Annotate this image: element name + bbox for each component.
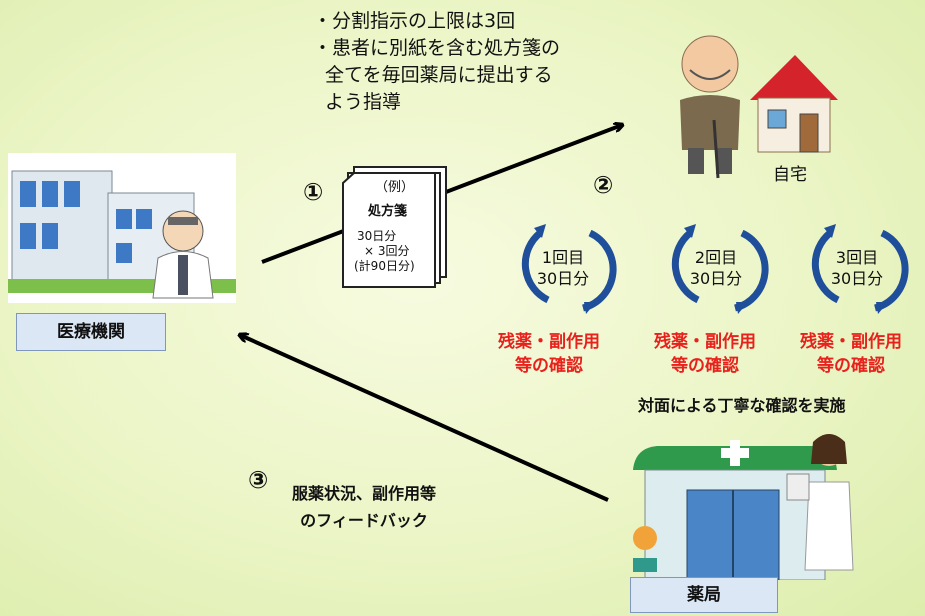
cycle-1: 1回目 30日分 <box>528 247 598 289</box>
prescription-line-3: (計90日分) <box>354 259 415 273</box>
prescription-example: （例） <box>375 180 415 195</box>
check-label-2: 残薬・副作用 等の確認 <box>640 330 770 378</box>
prescription-line-2: × 3回分 <box>364 244 410 258</box>
step-1-marker: ① <box>303 178 324 206</box>
face-to-face-note: 対面による丁寧な確認を実施 <box>638 396 846 415</box>
check-label-3: 残薬・副作用 等の確認 <box>786 330 916 378</box>
note-line-3: 全てを毎回薬局に提出する <box>325 64 553 86</box>
check-label-3-line1: 残薬・副作用 <box>800 332 902 352</box>
check-label-1-line2: 等の確認 <box>515 356 583 376</box>
pharmacy-label-text: 薬局 <box>687 585 721 605</box>
home-label: 自宅 <box>773 165 807 185</box>
note-line-1: ・分割指示の上限は3回 <box>313 10 516 32</box>
check-label-1: 残薬・副作用 等の確認 <box>484 330 614 378</box>
feedback-text: 服薬状況、副作用等 のフィードバック <box>292 480 436 534</box>
institution-label: 医療機関 <box>16 313 166 351</box>
pharmacy-illustration <box>633 434 854 580</box>
cycle-1-count: 1回目 <box>541 248 585 267</box>
check-label-3-line2: 等の確認 <box>817 356 885 376</box>
note-line-2: ・患者に別紙を含む処方箋の <box>313 37 561 59</box>
cycle-3: 3回目 30日分 <box>822 247 892 289</box>
cycle-2: 2回目 30日分 <box>681 247 751 289</box>
step-2-marker: ② <box>593 171 614 199</box>
cycle-3-days: 30日分 <box>830 269 884 288</box>
prescription-stack <box>342 166 447 288</box>
cycle-2-count: 2回目 <box>694 248 738 267</box>
check-label-1-line1: 残薬・副作用 <box>498 332 600 352</box>
institution-label-text: 医療機関 <box>57 322 125 342</box>
note-line-4: よう指導 <box>325 91 402 113</box>
feedback-line-2: のフィードバック <box>300 511 428 530</box>
prescription-title: 処方箋 <box>368 204 408 219</box>
cycle-3-count: 3回目 <box>835 248 879 267</box>
arrow-to-institution <box>240 335 609 502</box>
notes: ・分割指示の上限は3回 ・患者に別紙を含む処方箋の 全てを毎回薬局に提出する よ… <box>313 8 560 116</box>
cycle-2-days: 30日分 <box>689 269 743 288</box>
pharmacy-label: 薬局 <box>630 577 778 613</box>
step-3-marker: ③ <box>248 466 269 494</box>
check-label-2-line1: 残薬・副作用 <box>654 332 756 352</box>
cycle-1-days: 30日分 <box>536 269 590 288</box>
prescription-line-1: 30日分 <box>357 229 397 243</box>
check-label-2-line2: 等の確認 <box>671 356 739 376</box>
home-illustration <box>680 35 838 179</box>
hospital-illustration <box>8 153 236 303</box>
feedback-line-1: 服薬状況、副作用等 <box>292 484 437 503</box>
